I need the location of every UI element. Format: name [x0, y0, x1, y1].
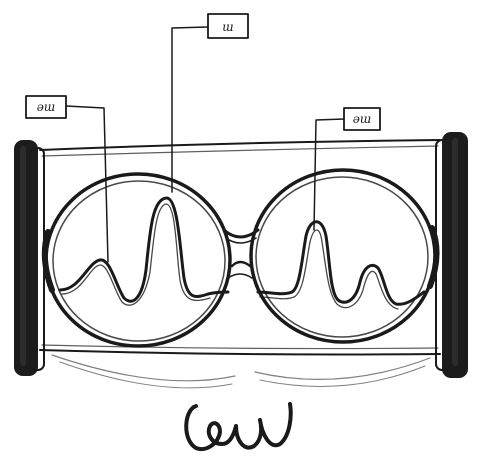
right-lens-waves [258, 222, 424, 309]
left-lens [45, 174, 230, 346]
label-text-center: ɯ [222, 20, 233, 34]
label-box-right: ǝɯ [344, 108, 380, 130]
label-box-center: ɯ [208, 14, 248, 38]
label-box-left: ǝɯ [26, 96, 66, 118]
shadow-arcs [52, 355, 430, 388]
label-text-left: ǝɯ [37, 100, 55, 114]
label-text-right: ǝɯ [353, 112, 371, 126]
right-side-bar [436, 132, 468, 378]
signature-ew [186, 404, 290, 449]
left-lens-waves [60, 198, 228, 305]
right-lens [251, 170, 437, 342]
left-side-bar [14, 140, 44, 376]
frame-outline [40, 140, 440, 355]
